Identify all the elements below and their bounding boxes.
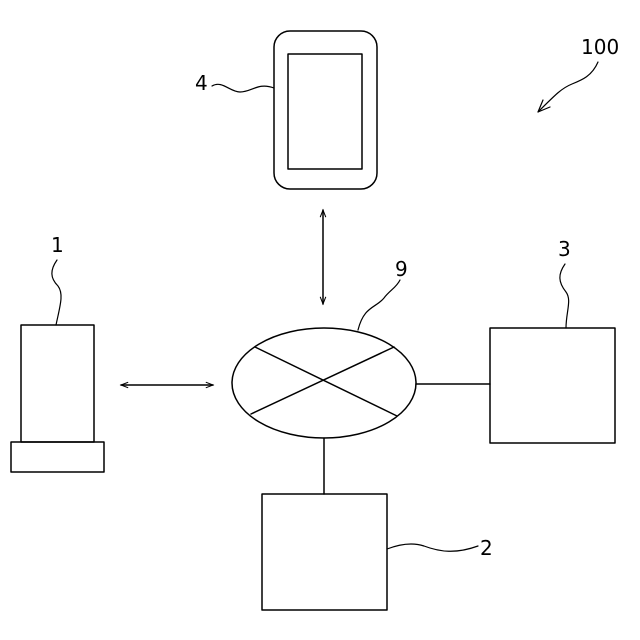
- system-reference: 100: [538, 35, 619, 112]
- network-ellipse: [232, 328, 416, 438]
- device3-box: [490, 328, 615, 443]
- device3-label: 3: [558, 237, 571, 261]
- server: 2: [262, 494, 493, 610]
- system-lead-arrow: [538, 62, 598, 112]
- network-lead-line: [358, 280, 400, 330]
- network: 9: [232, 257, 416, 438]
- computer-base: [11, 442, 104, 472]
- computer-body: [21, 325, 94, 442]
- network-cross-line-a: [255, 347, 397, 416]
- device-3: 3: [490, 237, 615, 443]
- server-lead-line: [387, 544, 478, 551]
- computer-lead-line: [52, 260, 61, 325]
- network-label: 9: [395, 257, 408, 281]
- system-label: 100: [581, 35, 619, 59]
- mobile-terminal: 4: [195, 31, 377, 189]
- server-box: [262, 494, 387, 610]
- server-label: 2: [480, 536, 493, 560]
- computer-terminal: 1: [11, 233, 104, 472]
- mobile-screen: [288, 54, 362, 169]
- computer-label: 1: [51, 233, 64, 257]
- mobile-label: 4: [195, 71, 208, 95]
- device3-lead-line: [560, 264, 569, 328]
- mobile-lead-line: [212, 84, 274, 92]
